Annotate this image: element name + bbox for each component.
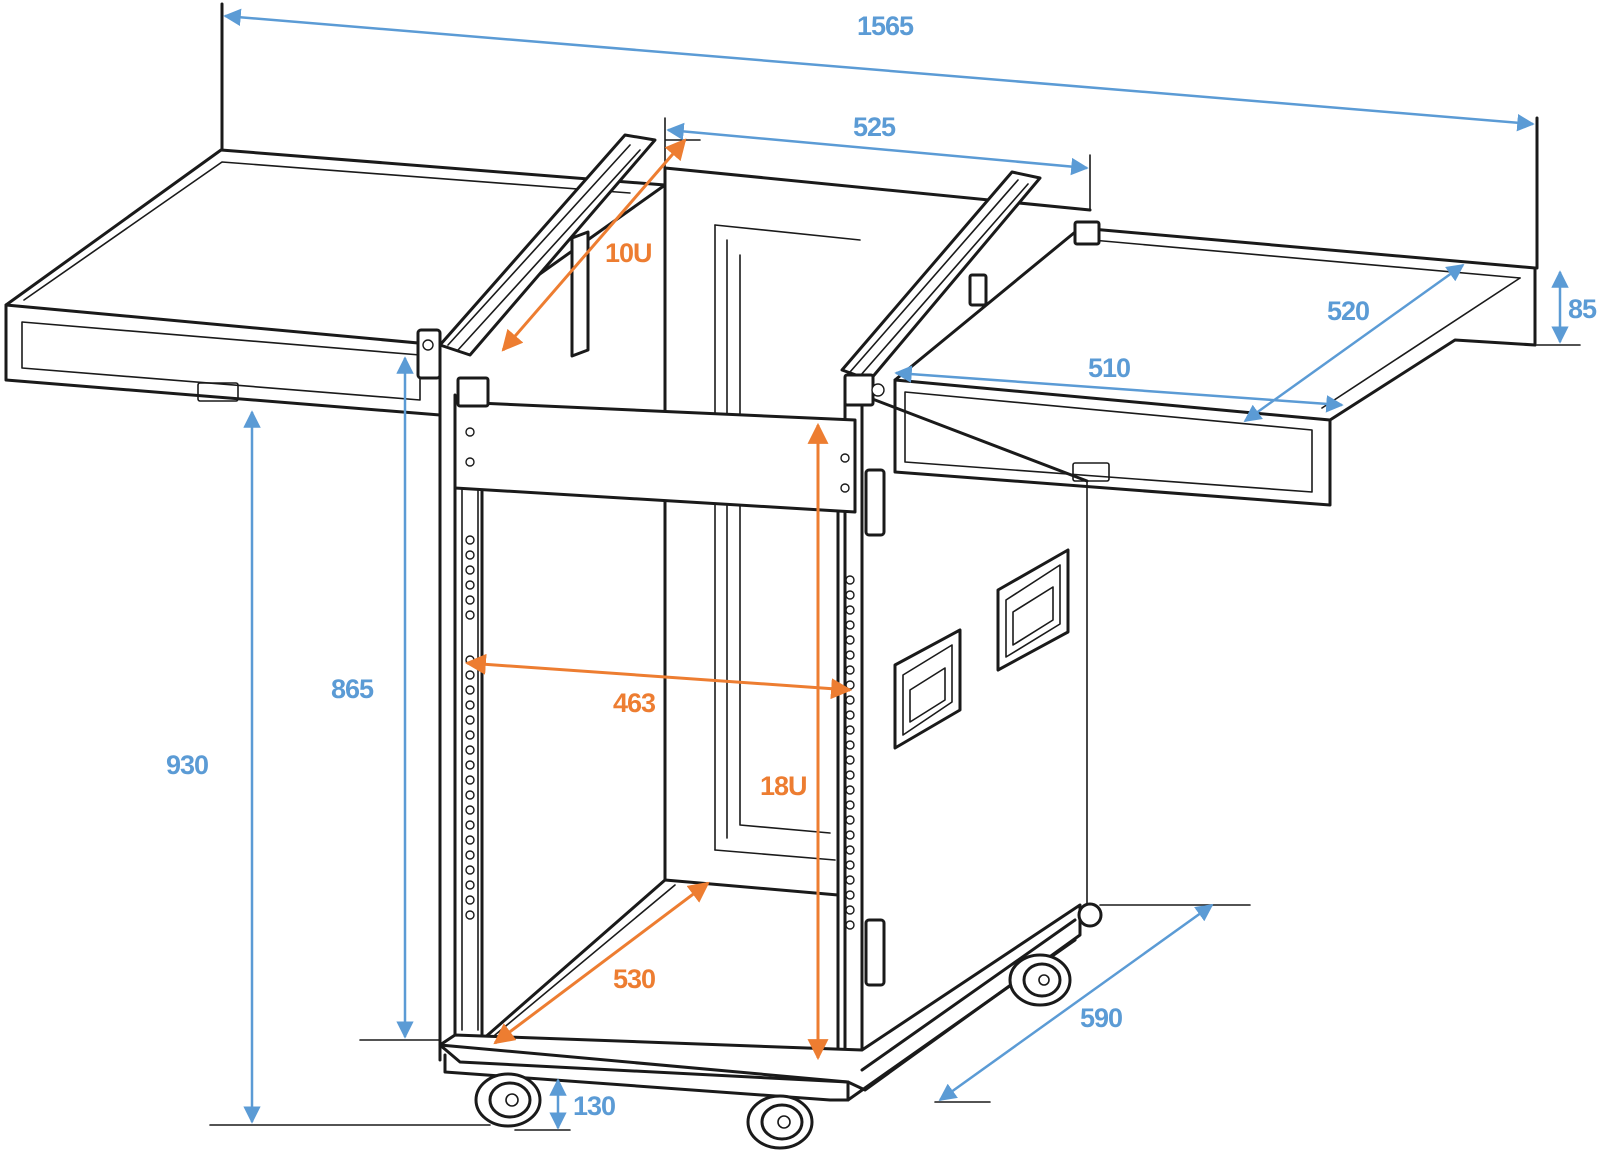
- label-table-height: 930: [166, 750, 208, 780]
- label-shelf-depth: 520: [1327, 296, 1369, 326]
- label-inner-depth: 530: [613, 964, 655, 994]
- rack-rail-left: [461, 489, 479, 1031]
- hinges: [416, 220, 1101, 408]
- rack-rail-right: [845, 575, 855, 930]
- label-case-width: 525: [853, 112, 896, 142]
- dim-arrow-rack-inner-width: [464, 653, 853, 700]
- label-top-rack-units: 10U: [605, 238, 652, 268]
- dim-arrow-total-width: [223, 8, 1535, 132]
- caster-front-left: [474, 1072, 542, 1128]
- right-shelf: [893, 226, 1537, 906]
- casters: [474, 902, 1103, 1150]
- left-shelf: [4, 148, 667, 417]
- label-rack-inner-width: 463: [613, 688, 656, 718]
- dim-arrow-top-rack-units: [501, 138, 687, 352]
- dimension-labels: 1565 525 520 85 510 865 930 590 130 10U …: [166, 11, 1598, 1121]
- label-shelf-width: 510: [1088, 353, 1130, 383]
- label-case-depth: 590: [1080, 1003, 1122, 1033]
- label-main-rack-units: 18U: [760, 771, 807, 801]
- label-caster-height: 130: [573, 1091, 615, 1121]
- label-total-width: 1565: [857, 11, 914, 41]
- caster-front-right: [746, 1094, 814, 1150]
- dim-arrow-case-width: [666, 122, 1089, 176]
- dim-arrow-shelf-width: [894, 365, 1344, 413]
- caster-back-right: [1008, 953, 1072, 1007]
- dim-arrow-inner-depth: [493, 881, 710, 1045]
- line-art: [4, 133, 1537, 1150]
- dim-arrow-case-depth: [938, 903, 1214, 1102]
- dimension-arrows: [223, 8, 1569, 1130]
- label-case-height: 865: [331, 674, 374, 704]
- label-shelf-thickness: 85: [1568, 294, 1597, 324]
